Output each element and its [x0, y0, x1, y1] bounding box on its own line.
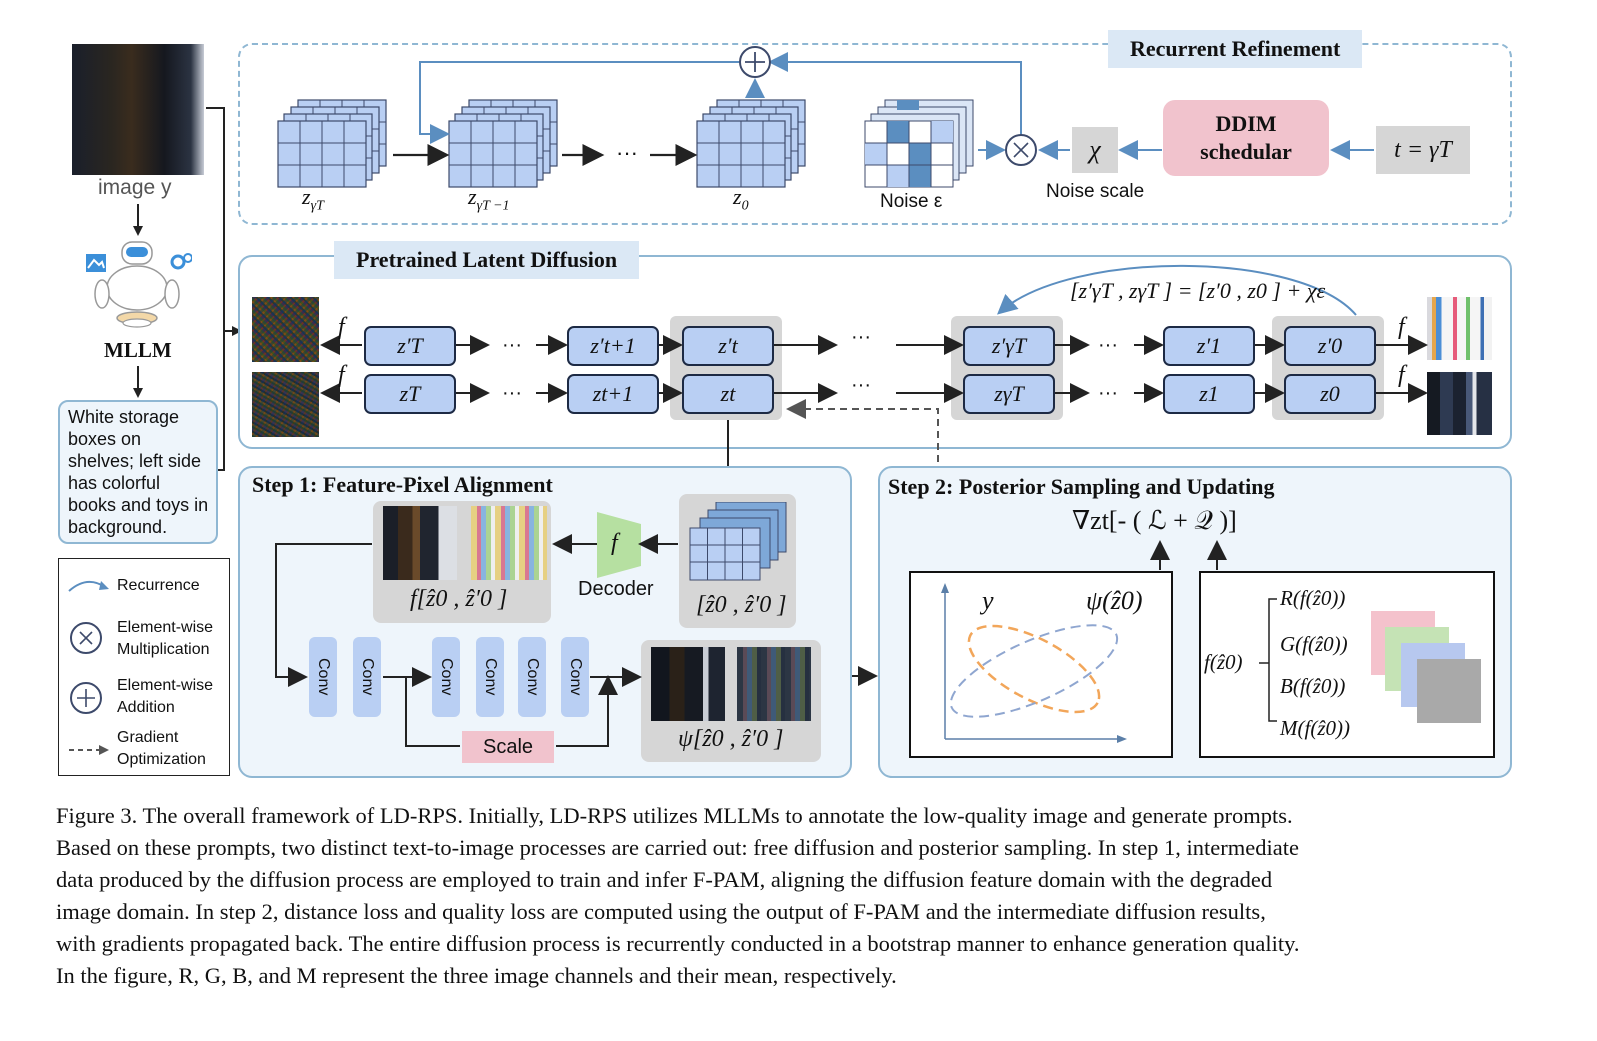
- recurrence-arrow-icon: [68, 580, 109, 592]
- noise-image-bottom: [252, 372, 319, 437]
- f-z0-label: f(ẑ0): [1204, 650, 1243, 674]
- conv-5: Conv: [518, 637, 546, 717]
- dots-top-1: ···: [502, 334, 522, 356]
- diffusion-arrows: [320, 264, 1428, 686]
- step1-arrows: [275, 534, 678, 747]
- psi-output-color-image: [737, 647, 811, 721]
- ddim-scheduler-box: DDIM schedular: [1163, 100, 1329, 176]
- channel-r: R(f(ẑ0)): [1280, 586, 1346, 610]
- decoder-shape: [597, 512, 641, 578]
- step2-title: Step 2: Posterior Sampling and Updating: [888, 474, 1275, 499]
- circle-times-icon: [70, 622, 102, 654]
- mllm-label: MLLM: [104, 338, 172, 362]
- caption-line-4: image domain. In step 2, distance loss a…: [56, 899, 1266, 924]
- dashed-arrow-icon: [69, 745, 109, 755]
- recurrent-dots: ···: [616, 140, 638, 165]
- caption-line-5: with gradients propagated back. The enti…: [56, 931, 1300, 956]
- caption-line-6: In the figure, R, G, B, and M represent …: [56, 963, 897, 988]
- caption-line-2: Based on these prompts, two distinct tex…: [56, 835, 1299, 860]
- zT-box: zT: [364, 374, 456, 414]
- z1-prime-box: z′1: [1163, 326, 1255, 366]
- latent-diffusion-title: Pretrained Latent Diffusion: [334, 241, 640, 279]
- zgammaT-box: zγT: [963, 374, 1055, 414]
- figure-caption: Figure 3. The overall framework of LD-RP…: [56, 800, 1514, 992]
- z0-box: z0: [1284, 374, 1376, 414]
- legend-recurrence: Recurrence: [117, 577, 200, 594]
- conv-2: Conv: [353, 637, 381, 717]
- gradient-expression: ∇zt[- ( ℒ + 𝒬 )]: [1072, 506, 1237, 535]
- dots-bottom-1: ···: [502, 382, 522, 404]
- dots-bottom-3: ···: [1098, 382, 1118, 404]
- f-output-color-image: [471, 506, 547, 580]
- recurrent-refinement-title: Recurrent Refinement: [1108, 30, 1363, 68]
- legend-gradient: Gradient Optimization: [117, 729, 206, 768]
- f-output-label: f[ẑ0 , ẑ′0 ]: [410, 586, 508, 612]
- legend-addition: Element-wise Addition: [117, 677, 214, 716]
- caption-line-1: Figure 3. The overall framework of LD-RP…: [56, 803, 1293, 828]
- output-image-top: [1427, 297, 1492, 360]
- f-label-bottom-right: f: [1398, 362, 1405, 388]
- zt1-prime-box: z′t+1: [567, 326, 659, 366]
- conv-6: Conv: [561, 637, 589, 717]
- zt-prime-box: z′t: [682, 326, 774, 366]
- caption-line-3: data produced by the diffusion process a…: [56, 867, 1273, 892]
- noise-image-top: [252, 297, 319, 362]
- channels-drawing: [1259, 598, 1481, 723]
- left-connectors: [133, 107, 242, 471]
- zT-prime-box: z′T: [364, 326, 456, 366]
- z0-label: z0: [733, 184, 749, 214]
- z-gammaT-label: zγT: [302, 184, 324, 214]
- dots-top-2: ···: [851, 326, 871, 348]
- ddim-scheduler-label: DDIM schedular: [1200, 111, 1292, 164]
- conv-4: Conv: [476, 637, 504, 717]
- recurrent-diagram: [238, 46, 1374, 188]
- scale-box: Scale: [462, 731, 554, 763]
- f-label-top-left: f: [338, 314, 345, 340]
- conv-1: Conv: [309, 637, 337, 717]
- f-label-top-right: f: [1398, 314, 1405, 340]
- distance-plot: [909, 571, 1173, 758]
- z1-box: z1: [1163, 374, 1255, 414]
- image-label: image y: [98, 176, 172, 199]
- chi-box: χ: [1072, 127, 1118, 173]
- latent-stack: [689, 502, 787, 581]
- zgammaT-prime-box: z′γT: [963, 326, 1055, 366]
- latent-label: [ẑ0 , ẑ′0 ]: [696, 592, 787, 618]
- step1-title: Step 1: Feature-Pixel Alignment: [252, 472, 553, 497]
- robot-icon: [86, 241, 192, 328]
- output-image-bottom: [1427, 372, 1492, 435]
- distance-plot-drawing: [941, 583, 1127, 743]
- t-equals-box: t = γT: [1376, 126, 1470, 174]
- channel-b: B(f(ẑ0)): [1280, 674, 1346, 698]
- zt1-box: zt+1: [567, 374, 659, 414]
- step2-arrows: [1150, 540, 1227, 570]
- zt-box: zt: [682, 374, 774, 414]
- psi-z0-label: ψ(ẑ0): [1086, 586, 1143, 615]
- circle-plus-icon: [70, 682, 102, 714]
- f-output-dark-image: [383, 506, 457, 580]
- psi-output-label: ψ[ẑ0 , ẑ′0 ]: [678, 726, 784, 752]
- decoder-label: Decoder: [578, 578, 654, 600]
- recurrence-formula: [z′γT , zγT ] = [z′0 , z0 ] + χε: [1070, 278, 1326, 303]
- z0-prime-box: z′0: [1284, 326, 1376, 366]
- legend: Recurrence Element-wise Multiplication E…: [58, 558, 230, 776]
- conv-3: Conv: [432, 637, 460, 717]
- psi-output-dark-image: [651, 647, 725, 721]
- prompt-text: White storage boxes on shelves; left sid…: [68, 407, 209, 537]
- y-label: y: [982, 586, 994, 615]
- input-image: [72, 44, 204, 175]
- noise-scale-label: Noise scale: [1046, 181, 1145, 202]
- channel-g: G(f(ẑ0)): [1280, 632, 1348, 656]
- legend-multiplication: Element-wise Multiplication: [117, 619, 214, 658]
- decoder-f-label: f: [611, 530, 618, 556]
- dots-bottom-2: ···: [851, 374, 871, 396]
- dots-top-3: ···: [1098, 334, 1118, 356]
- prompt-box: White storage boxes on shelves; left sid…: [58, 400, 218, 544]
- f-label-bottom-left: f: [338, 362, 345, 388]
- channel-m: M(f(ẑ0)): [1280, 716, 1350, 740]
- noise-label: Noise ε: [880, 191, 943, 212]
- z-gammaT-minus1-label: zγT −1: [468, 184, 510, 214]
